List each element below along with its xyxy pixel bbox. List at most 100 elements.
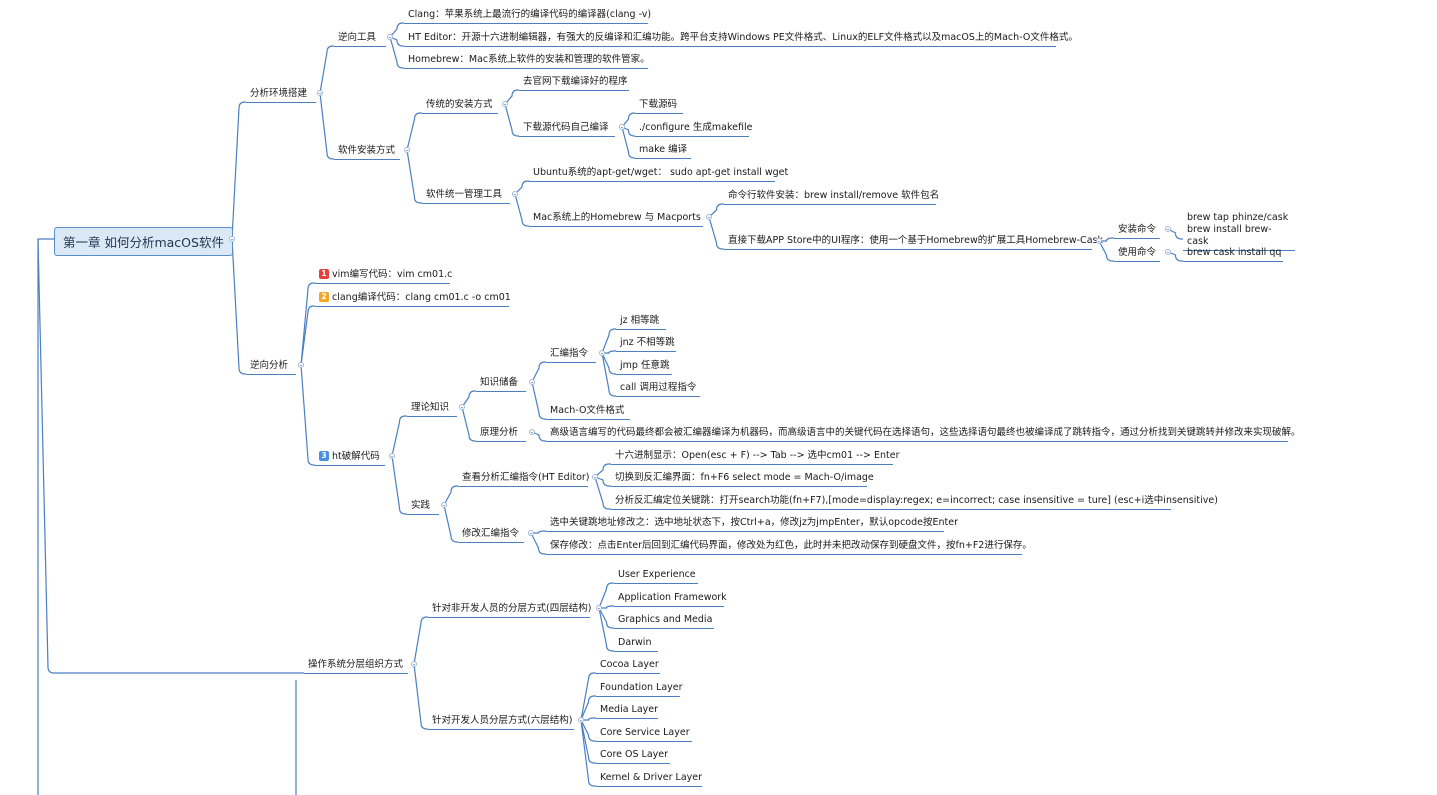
node-install-cmd-lines[interactable]: brew tap phinze/cask brew install brew-c… <box>1183 212 1295 251</box>
node-locate-jump[interactable]: 分析反汇编定位关键跳：打开search功能(fn+F7),[mode=displ… <box>611 495 1218 510</box>
collapse-toggle-dev[interactable] <box>578 717 584 723</box>
node-user-exp[interactable]: User Experience <box>614 569 698 584</box>
node-env-setup[interactable]: 分析环境搭建 <box>246 88 316 103</box>
node-reverse-analysis[interactable]: 逆向分析 <box>246 360 296 375</box>
collapse-toggle-view-asm[interactable] <box>592 474 598 480</box>
collapse-toggle-principle[interactable] <box>529 429 535 435</box>
node-os-layers[interactable]: 操作系统分层组织方式 <box>304 659 408 674</box>
node-darwin[interactable]: Darwin <box>614 637 658 652</box>
collapse-toggle-use-cmd[interactable] <box>1165 249 1171 255</box>
node-foundation[interactable]: Foundation Layer <box>596 682 683 697</box>
node-ubuntu[interactable]: Ubuntu系统的apt-get/wget： sudo apt-get inst… <box>529 167 788 182</box>
connector <box>231 101 246 240</box>
node-theory[interactable]: 理论知识 <box>407 402 457 417</box>
node-reverse-tools[interactable]: 逆向工具 <box>334 32 386 47</box>
collapse-toggle-modify-asm[interactable] <box>528 530 534 536</box>
node-call[interactable]: call 调用过程指令 <box>616 382 700 397</box>
node-install-cmd[interactable]: 安装命令 <box>1114 224 1160 239</box>
node-non-dev[interactable]: 针对非开发人员的分层方式(四层结构) <box>428 603 591 618</box>
node-jnz[interactable]: jnz 不相等跳 <box>616 337 676 352</box>
collapse-toggle-mac-homebrew[interactable] <box>706 214 712 220</box>
connector <box>594 463 611 478</box>
collapse-toggle-install-cmd[interactable] <box>1165 226 1171 232</box>
collapse-toggle-os-layers[interactable] <box>411 661 417 667</box>
node-unified-tools[interactable]: 软件统一管理工具 <box>422 189 510 204</box>
node-select-jump[interactable]: 选中关键跳地址修改之：选中地址状态下，按Ctrl+a，修改jz为jmpEnter… <box>546 517 958 532</box>
collapse-toggle-practice[interactable] <box>441 502 447 508</box>
connector <box>580 672 596 721</box>
node-core-service[interactable]: Core Service Layer <box>596 727 692 742</box>
node-knowledge[interactable]: 知识储备 <box>476 377 526 392</box>
collapse-toggle-ht-crack[interactable] <box>389 453 395 459</box>
connector <box>598 607 614 652</box>
node-app-framework[interactable]: Application Framework <box>614 592 727 607</box>
collapse-toggle-reverse-analysis[interactable] <box>298 362 304 368</box>
connector <box>231 238 246 375</box>
connector-trunk <box>37 238 54 795</box>
node-make[interactable]: make 编译 <box>635 144 691 159</box>
connector <box>319 92 334 160</box>
connector <box>406 112 422 151</box>
connector <box>594 476 611 487</box>
collapse-toggle-self-compile[interactable] <box>619 124 625 130</box>
collapse-toggle-root[interactable] <box>229 236 235 242</box>
connector <box>406 149 422 204</box>
node-brew-cask-qq[interactable]: brew cask install qq <box>1183 247 1283 262</box>
collapse-toggle-env[interactable] <box>317 90 323 96</box>
collapse-toggle-reverse-tools[interactable] <box>387 34 393 40</box>
node-self-compile[interactable]: 下载源代码自己编译 <box>519 122 615 137</box>
node-cocoa[interactable]: Cocoa Layer <box>596 659 660 674</box>
node-save-modify[interactable]: 保存修改：点击Enter后回到汇编代码界面，修改处为红色，此时并未把改动保存到硬… <box>546 540 1032 555</box>
node-dev[interactable]: 针对开发人员分层方式(六层结构) <box>428 715 574 730</box>
node-download-source[interactable]: 下载源码 <box>635 99 683 114</box>
connector <box>443 485 458 506</box>
text-ht-crack: ht破解代码 <box>332 451 380 462</box>
node-media[interactable]: Media Layer <box>596 704 658 719</box>
node-kernel[interactable]: Kernel & Driver Layer <box>596 772 702 787</box>
node-core-os[interactable]: Core OS Layer <box>596 749 670 764</box>
collapse-toggle-theory[interactable] <box>459 404 465 410</box>
node-official-download[interactable]: 去官网下载编译好的程序 <box>519 76 629 91</box>
connector <box>580 695 596 721</box>
node-hex-display[interactable]: 十六进制显示：Open(esc + F) --> Tab --> 选中cm01 … <box>611 450 899 465</box>
connector <box>708 203 724 218</box>
node-switch-disasm[interactable]: 切换到反汇编界面：fn+F6 select mode = Mach-O/imag… <box>611 472 874 487</box>
collapse-toggle-app-store[interactable] <box>1096 238 1102 244</box>
node-view-asm[interactable]: 查看分析汇编指令(HT Editor) <box>458 472 590 487</box>
node-mac-homebrew[interactable]: Mac系统上的Homebrew 与 Macports <box>529 212 703 227</box>
collapse-toggle-unified-tools[interactable] <box>512 191 518 197</box>
node-configure[interactable]: ./configure 生成makefile <box>635 122 752 137</box>
node-macho[interactable]: Mach-O文件格式 <box>546 405 630 420</box>
connector <box>504 89 519 105</box>
collapse-toggle-knowledge[interactable] <box>529 379 535 385</box>
node-install-methods[interactable]: 软件安装方式 <box>334 145 400 160</box>
connector <box>531 530 546 534</box>
connector <box>598 582 614 609</box>
node-jz[interactable]: jz 相等跳 <box>616 315 666 330</box>
node-ht-editor[interactable]: HT Editor：开源十六进制编辑器，有强大的反编译和汇编功能。跨平台支持Wi… <box>404 32 1078 47</box>
collapse-toggle-traditional[interactable] <box>502 101 508 107</box>
connector <box>300 364 315 466</box>
node-traditional[interactable]: 传统的安装方式 <box>422 99 498 114</box>
collapse-toggle-install-methods[interactable] <box>404 147 410 153</box>
node-app-store[interactable]: 直接下载APP Store中的UI程序：使用一个基于Homebrew的扩展工具H… <box>724 235 1103 250</box>
collapse-toggle-asm[interactable] <box>599 350 605 356</box>
node-modify-asm[interactable]: 修改汇编指令 <box>458 528 524 543</box>
collapse-toggle-non-dev[interactable] <box>596 605 602 611</box>
node-practice[interactable]: 实践 <box>407 500 439 515</box>
node-homebrew[interactable]: Homebrew：Mac系统上软件的安装和管理的软件管家。 <box>404 54 650 69</box>
node-cmd-install[interactable]: 命令行软件安装：brew install/remove 软件包名 <box>724 190 939 205</box>
node-use-cmd[interactable]: 使用命令 <box>1114 247 1160 262</box>
connector <box>413 663 428 730</box>
node-jmp[interactable]: jmp 任意跳 <box>616 360 672 375</box>
node-principle[interactable]: 原理分析 <box>476 427 526 442</box>
text-clang-compile: clang编译代码：clang cm01.c -o cm01 <box>332 292 511 303</box>
node-asm[interactable]: 汇编指令 <box>546 348 596 363</box>
root-topic[interactable]: 第一章 如何分析macOS软件 <box>54 227 233 256</box>
node-graphics[interactable]: Graphics and Media <box>614 614 714 629</box>
node-principle-text[interactable]: 高级语言编写的代码最终都会被汇编器编译为机器码，而高级语言中的关键代码在选择语句… <box>546 427 1301 442</box>
node-clang[interactable]: Clang：苹果系统上最流行的编译代码的编译器(clang -v) <box>404 9 651 24</box>
